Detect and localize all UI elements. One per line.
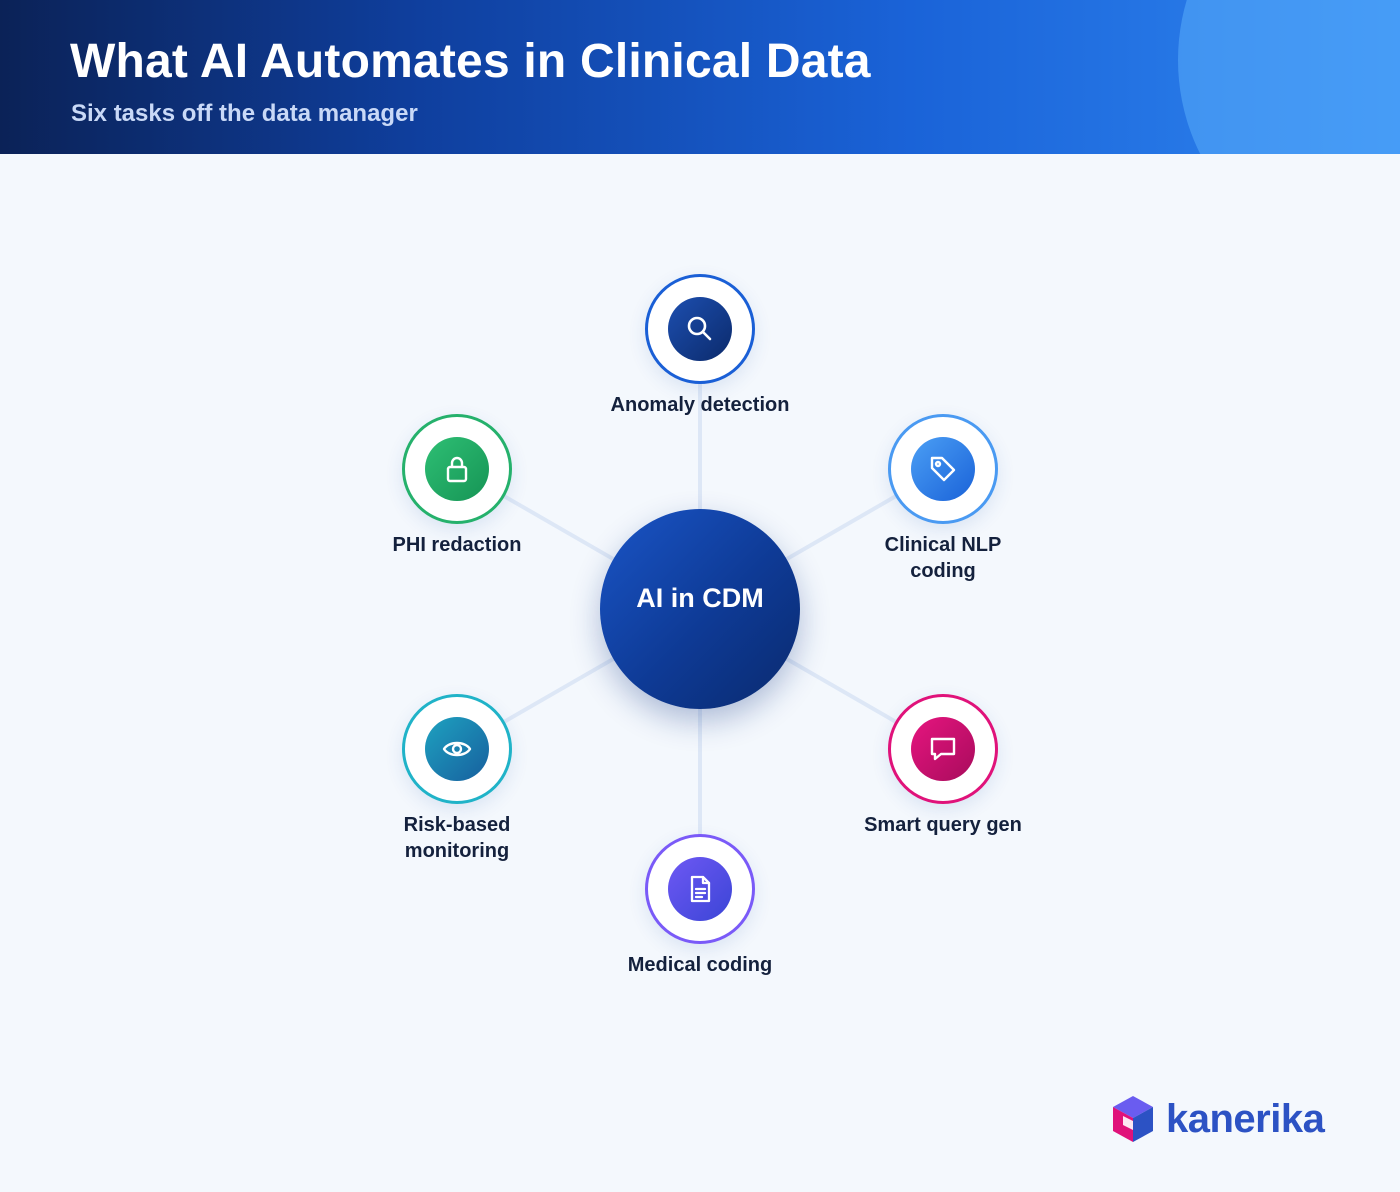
page-subtitle: Six tasks off the data manager — [71, 100, 418, 127]
magnifier-icon — [668, 297, 732, 361]
node-phi-redaction — [402, 414, 512, 524]
hub-circle: AI in CDM — [600, 509, 800, 709]
header-banner: What AI Automates in Clinical Data Six t… — [0, 0, 1400, 154]
brand-name: kanerika — [1166, 1096, 1325, 1141]
brand-logo: kanerika — [1108, 1092, 1325, 1146]
tag-icon — [911, 437, 975, 501]
node-risk-based-monitoring — [402, 694, 512, 804]
chat-bubble-icon — [911, 717, 975, 781]
eye-icon — [425, 717, 489, 781]
node-clinical-nlp-coding — [888, 414, 998, 524]
label-clinical-nlp-coding: Clinical NLP coding — [884, 534, 1002, 582]
label-risk-based-monitoring: Risk-based monitoring — [403, 814, 511, 862]
page-title: What AI Automates in Clinical Data — [70, 35, 871, 88]
node-smart-query-gen — [888, 694, 998, 804]
node-anomaly-detection — [645, 274, 755, 384]
label-smart-query-gen: Smart query gen — [864, 814, 1022, 836]
node-medical-coding — [645, 834, 755, 944]
hub-label: AI in CDM — [636, 582, 764, 613]
label-anomaly-detection: Anomaly detection — [610, 394, 790, 416]
label-phi-redaction: PHI redaction — [392, 534, 522, 556]
label-medical-coding: Medical coding — [627, 954, 773, 976]
header-decoration — [1178, 0, 1400, 154]
cube-logo-icon — [1113, 1096, 1153, 1142]
padlock-icon — [425, 437, 489, 501]
document-icon — [668, 857, 732, 921]
